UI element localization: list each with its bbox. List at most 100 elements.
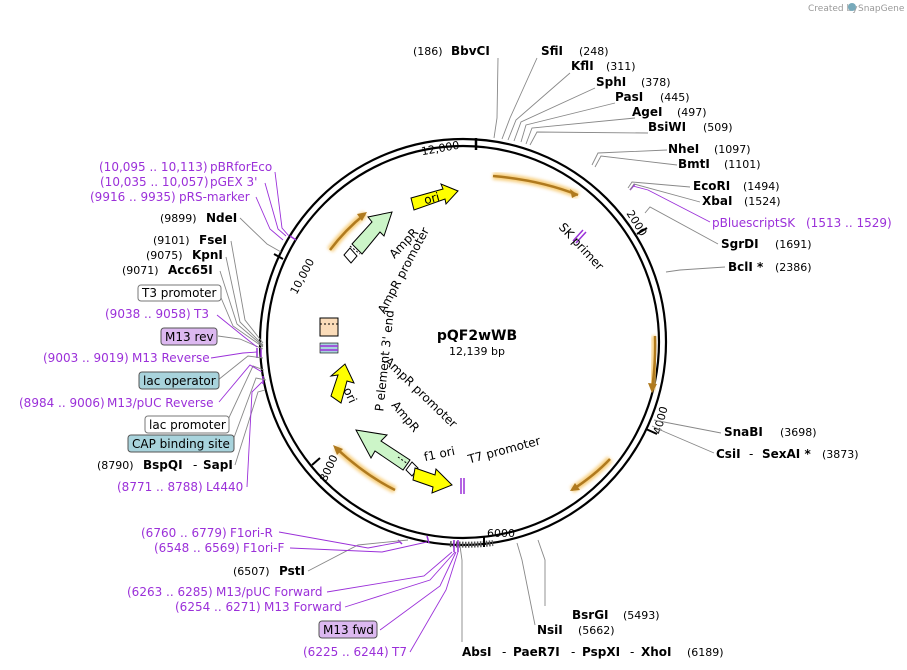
ruler-label: 8000 xyxy=(317,453,341,484)
ruler-label: 6000 xyxy=(487,527,515,540)
enzyme-name: PstI xyxy=(279,564,305,578)
enzyme-pos: (5493) xyxy=(623,609,660,622)
primer-pos: (10,095 .. 10,113) xyxy=(99,160,208,174)
enzyme-name: NheI xyxy=(668,142,699,156)
svg-text:SnapGene: SnapGene xyxy=(858,4,905,14)
svg-text:ori: ori xyxy=(340,385,359,405)
enzyme-labels-bottom: BsrGI (5493) NsiI (5662) AbsI - PaeR7I -… xyxy=(462,608,724,659)
lac-promoter-box: lac promoter xyxy=(144,415,230,434)
primer-pos: (6760 .. 6779) xyxy=(141,526,227,540)
m13-fwd-box: M13 fwd xyxy=(318,620,378,639)
lac-operator-box: lac operator xyxy=(138,371,220,390)
primer-name: L4440 xyxy=(206,480,243,494)
snapgene-credit: Created by SnapGene xyxy=(808,3,905,14)
primer-pos: (8771 .. 8788) xyxy=(117,480,203,494)
svg-text:f1 ori: f1 ori xyxy=(423,444,457,464)
svg-text:lac promoter: lac promoter xyxy=(149,418,226,432)
feature-ampr-top: AmpR AmpR promoter xyxy=(343,211,432,316)
enzyme-pos: (9075) xyxy=(146,249,183,262)
feature-ampr-bottom: AmpR xyxy=(355,398,423,477)
enzyme-leaders xyxy=(217,57,726,642)
primer-name: M13 Reverse xyxy=(132,351,210,365)
enzyme-name: NsiI xyxy=(537,623,563,637)
enzyme-pos: (186) xyxy=(413,45,443,58)
svg-text:T7 promoter: T7 promoter xyxy=(465,434,542,467)
enzyme-name: SexAI * xyxy=(762,447,811,461)
enzyme-name: AbsI xyxy=(462,645,491,659)
enzyme-pos: (9101) xyxy=(153,234,190,247)
svg-text:CAP binding site: CAP binding site xyxy=(132,437,230,451)
enzyme-pos: (1494) xyxy=(743,180,780,193)
t3-promoter-box: T3 promoter xyxy=(137,284,222,302)
enzyme-name: SfiI xyxy=(541,44,563,58)
enzyme-pos: (8790) xyxy=(97,459,134,472)
enzyme-pos: (1101) xyxy=(724,158,761,171)
enzyme-pos: (509) xyxy=(703,121,733,134)
enzyme-pos: (2386) xyxy=(775,261,812,274)
enzyme-name: BspQI xyxy=(143,458,183,472)
svg-text:ori: ori xyxy=(422,190,441,208)
svg-text:T3 promoter: T3 promoter xyxy=(141,286,217,300)
primer-name: T7 xyxy=(391,645,407,659)
enzyme-name: BsiWI xyxy=(648,120,686,134)
primer-leaders xyxy=(210,171,711,653)
orf-arrow xyxy=(570,456,613,493)
feature-ori-bottom: ori xyxy=(329,363,360,405)
orf-arrow xyxy=(327,211,368,253)
cap-binding-site-box: CAP binding site xyxy=(127,434,235,453)
enzyme-name: PasI xyxy=(615,90,643,104)
primer-pos: (1513 .. 1529) xyxy=(806,216,892,230)
svg-text:M13 fwd: M13 fwd xyxy=(323,623,374,637)
enzyme-name: NdeI xyxy=(206,211,237,225)
feature-f1-ori: f1 ori xyxy=(412,444,457,494)
primer-name: M13/pUC Forward xyxy=(216,585,323,599)
orf-arrow xyxy=(492,172,580,199)
primer-name: M13/pUC Reverse xyxy=(107,396,214,410)
enzyme-name: AgeI xyxy=(632,105,662,119)
feature-ori-top: ori xyxy=(410,183,459,211)
svg-text:-: - xyxy=(749,447,753,461)
primer-pos: (6254 .. 6271) xyxy=(175,600,261,614)
enzyme-pos: (445) xyxy=(660,91,690,104)
enzyme-name: XbaI xyxy=(702,194,732,208)
enzyme-name: CsiI xyxy=(716,447,741,461)
svg-text:AmpR: AmpR xyxy=(389,398,423,434)
enzyme-labels-right: (186) BbvCI SfiI (248) KflI (311) SphI (… xyxy=(413,44,892,461)
primer-name: F1ori-F xyxy=(243,541,284,555)
ruler-label: 10,000 xyxy=(288,256,318,296)
primer-pos: (9038 .. 9058) xyxy=(105,307,191,321)
enzyme-pos: (3698) xyxy=(780,426,817,439)
enzyme-name: SphI xyxy=(596,75,626,89)
svg-text:-: - xyxy=(502,645,506,659)
enzyme-name: PspXI xyxy=(582,645,620,659)
enzyme-name: XhoI xyxy=(641,645,672,659)
svg-text:SK primer: SK primer xyxy=(556,220,607,273)
primer-name: M13 Forward xyxy=(264,600,342,614)
enzyme-name: BmtI xyxy=(678,157,710,171)
enzyme-pos: (1691) xyxy=(775,238,812,251)
enzyme-name: BbvCI xyxy=(451,44,490,58)
primer-name: F1ori-R xyxy=(230,526,273,540)
primer-pos: (6225 .. 6244) xyxy=(303,645,389,659)
enzyme-pos: (6507) xyxy=(233,565,270,578)
enzyme-name: BclI * xyxy=(728,260,764,274)
enzyme-pos: (1524) xyxy=(744,195,781,208)
primer-pos: (9003 .. 9019) xyxy=(43,351,129,365)
primer-pos: (6263 .. 6285) xyxy=(127,585,213,599)
svg-text:AmpR promoter: AmpR promoter xyxy=(382,354,460,430)
enzyme-pos: (6189) xyxy=(687,646,724,659)
enzyme-name: PaeR7I xyxy=(513,645,560,659)
svg-text:-: - xyxy=(630,645,634,659)
enzyme-pos: (378) xyxy=(641,76,671,89)
svg-text:M13 rev: M13 rev xyxy=(165,330,214,344)
enzyme-name: Acc65I xyxy=(168,263,213,277)
plasmid-name: pQF2wWB xyxy=(437,328,517,344)
enzyme-pos: (3873) xyxy=(822,448,859,461)
mcs-hatch xyxy=(319,342,339,354)
primer-name: pBluescriptSK xyxy=(712,216,796,230)
enzyme-name: SapI xyxy=(203,458,233,472)
enzyme-name: EcoRI xyxy=(693,179,730,193)
enzyme-pos: (497) xyxy=(677,106,707,119)
primer-pos: (10,035 .. 10,057) xyxy=(100,175,209,189)
